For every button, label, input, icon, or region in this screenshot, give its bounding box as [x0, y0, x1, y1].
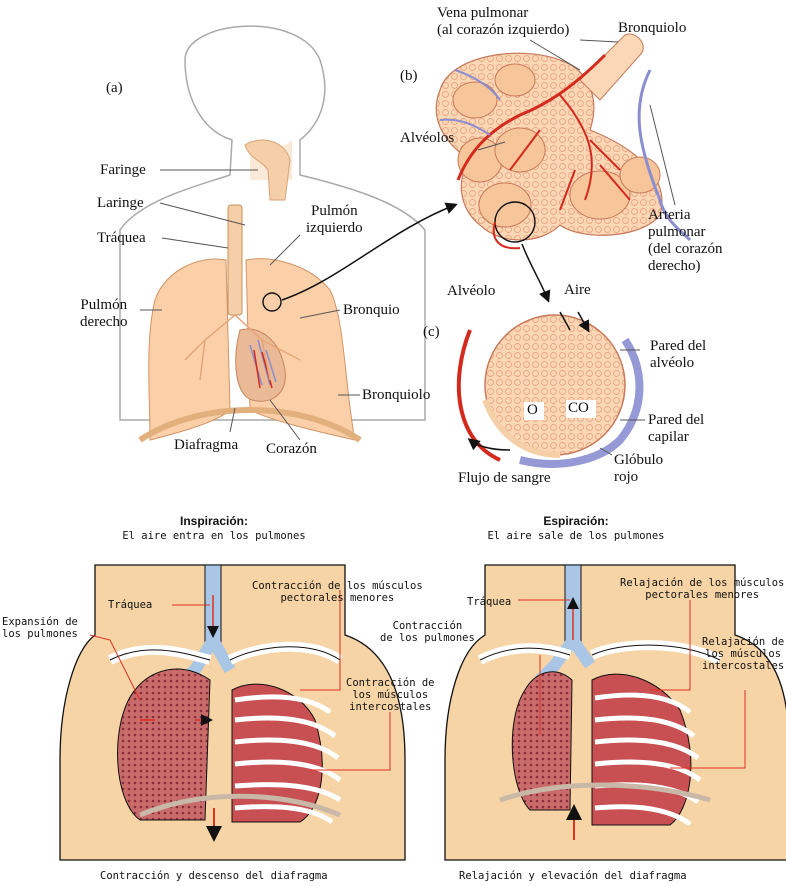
insp-label-pectorales: Contracción de los músculos pectorales m…: [252, 580, 423, 604]
esp-label-diafragma: Relajación y elevación del diafragma: [459, 870, 687, 882]
esp-label-pectorales: Relajación de los músculos pectorales me…: [620, 577, 784, 601]
panel-c-marker: (c): [423, 324, 440, 340]
label-faringe: Faringe: [100, 162, 146, 178]
esp-pectorales-line2: pectorales menores: [645, 589, 760, 601]
alveoli-cluster: [435, 33, 692, 303]
label-globulo-rojo: Glóbulo rojo: [614, 452, 663, 486]
inspiracion-subtitle: El aire entra en los pulmones: [122, 530, 306, 542]
label-alveolo: Alvéolo: [447, 283, 496, 299]
inspiracion-title: Inspiración:: [179, 514, 248, 528]
human-figure: [119, 25, 458, 443]
arteria-line4: derecho): [648, 258, 701, 274]
vena-line1: Vena pulmonar: [437, 5, 529, 21]
label-pulmon-derecho: Pulmón derecho: [80, 297, 127, 331]
label-co: CO: [568, 400, 589, 416]
pulmon-izq-line1: Pulmón: [310, 203, 358, 219]
esp-intercostales-line3: intercostales: [702, 660, 785, 672]
esp-contraccion-line1: Contracción: [392, 620, 463, 632]
label-pared-alveolo: Pared del alvéolo: [650, 338, 706, 372]
globulo-line1: Glóbulo: [614, 452, 664, 468]
insp-label-expansion: Expansión de los pulmones: [2, 616, 78, 640]
label-traquea: Tráquea: [97, 230, 146, 246]
label-laringe: Laringe: [97, 195, 144, 211]
expiration-torso: [444, 564, 786, 861]
arteria-line2: pulmonar: [648, 224, 706, 240]
esp-label-intercostales: Relajación de los músculos intercostales: [702, 636, 784, 672]
globulo-line2: rojo: [614, 469, 639, 485]
vena-line2: (al corazón izquierdo): [437, 22, 570, 38]
label-o: O: [527, 402, 538, 418]
pulmon-der-line1: Pulmón: [80, 297, 128, 313]
panel-b-marker: (b): [400, 68, 418, 84]
label-arteria-pulmonar: Arteria pulmonar (del corazón derecho): [648, 207, 723, 275]
label-diafragma: Diafragma: [174, 437, 239, 453]
pulmon-der-line2: derecho: [80, 314, 128, 330]
insp-label-diafragma: Contracción y descenso del diafragma: [100, 870, 328, 882]
esp-intercostales-line1: Relajación de: [702, 636, 785, 648]
pulmon-izq-line2: izquierdo: [306, 220, 363, 236]
label-bronquio: Bronquio: [343, 302, 400, 318]
pared-alveolo-line2: alvéolo: [650, 355, 695, 371]
label-flujo-sangre: Flujo de sangre: [458, 470, 551, 486]
esp-pectorales-line1: Relajación de los músculos: [620, 577, 785, 589]
arteria-line1: Arteria: [648, 207, 691, 223]
label-pulmon-izquierdo: Pulmón izquierdo: [306, 203, 363, 237]
insp-pectorales-line2: pectorales menores: [280, 592, 395, 604]
arteria-line3: (del corazón: [648, 241, 723, 257]
esp-label-contraccion: Contracción de los pulmones: [380, 620, 475, 644]
label-bronquiolo-a: Bronquiolo: [362, 387, 431, 403]
expansion-line1: Expansión de: [2, 616, 78, 628]
panel-a-marker: (a): [106, 80, 123, 96]
esp-label-traquea: Tráquea: [467, 596, 512, 608]
label-vena-pulmonar: Vena pulmonar (al corazón izquierdo): [437, 5, 569, 39]
label-aire: Aire: [564, 282, 591, 298]
pared-alveolo-line1: Pared del: [650, 338, 707, 354]
insp-intercostales-line2: los músculos: [352, 689, 429, 701]
alveolus-detail: [456, 311, 645, 468]
label-bronquiolo-b: Bronquiolo: [618, 20, 687, 36]
insp-pectorales-line1: Contracción de los músculos: [252, 580, 423, 592]
insp-intercostales-line3: intercostales: [349, 701, 432, 713]
label-corazon: Corazón: [266, 441, 317, 457]
espiracion-subtitle: El aire sale de los pulmones: [487, 530, 665, 542]
pared-capilar-line2: capilar: [648, 429, 689, 445]
insp-label-intercostales: Contracción de los músculos intercostale…: [346, 677, 435, 713]
expansion-line2: los pulmones: [2, 628, 78, 640]
inspiration-torso: [59, 564, 406, 861]
espiracion-title: Espiración:: [543, 514, 609, 528]
insp-label-traquea: Tráquea: [108, 599, 153, 611]
label-pared-capilar: Pared del capilar: [648, 412, 704, 446]
insp-intercostales-line1: Contracción de: [346, 677, 435, 689]
esp-contraccion-line2: de los pulmones: [380, 632, 475, 644]
label-alveolos: Alvéolos: [400, 130, 455, 146]
esp-intercostales-line2: los músculos: [705, 648, 782, 660]
pared-capilar-line1: Pared del: [648, 412, 705, 428]
